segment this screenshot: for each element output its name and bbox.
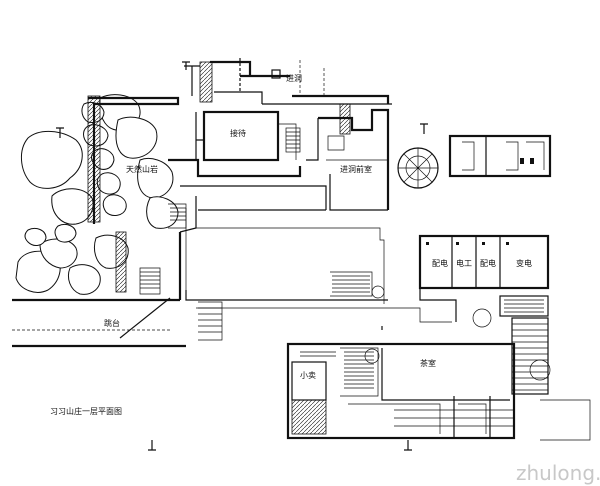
main-ramp: [12, 271, 452, 348]
label-snack: 小卖: [300, 371, 316, 380]
reception-room: [195, 110, 301, 162]
label-cave-front: 进洞前室: [340, 164, 372, 174]
label-tea-room: 茶室: [420, 358, 436, 368]
label-transformer: 变电: [516, 258, 532, 268]
entrance-block: [88, 58, 392, 224]
tree-plan-icon: [397, 147, 439, 189]
label-reception: 接待: [230, 128, 246, 138]
shrub-icon: [364, 285, 551, 381]
toilet-block: [448, 134, 552, 178]
label-switchgear: 配电: [432, 258, 448, 268]
stair-group: [139, 203, 223, 341]
cave-front-room: [306, 108, 390, 211]
lower-building: [286, 342, 516, 440]
label-entrance-cave: 进洞: [286, 73, 302, 83]
section-mark-icon: [56, 61, 428, 451]
watermark: zhulong.com: [516, 461, 600, 485]
label-power: 配电: [480, 258, 496, 268]
label-natural-cave: 天然山岩: [126, 164, 158, 174]
label-pavilion: 跳台: [104, 318, 120, 328]
central-halls: [168, 158, 385, 304]
rock-formations: [15, 94, 179, 295]
plan-caption: 习习山庄一层平面图: [50, 406, 122, 416]
service-wing: [418, 234, 550, 322]
stair-right: [394, 317, 591, 441]
label-electrician: 电工: [456, 258, 472, 268]
